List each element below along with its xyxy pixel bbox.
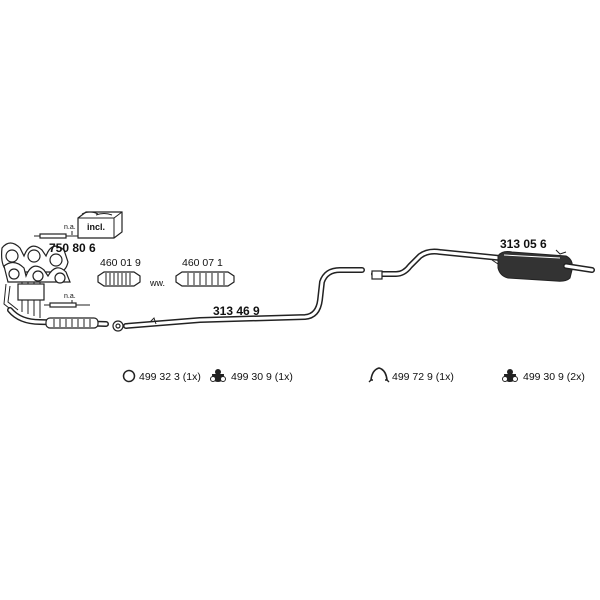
manifold-part-number: 750 80 6 [49, 241, 96, 255]
na-label-bottom: n.a. [64, 293, 76, 300]
exhaust-manifold[interactable] [1, 242, 71, 318]
ww-label: ww. [149, 278, 165, 288]
fitting-code: 499 30 9 (2x) [523, 371, 585, 383]
na-label-top: n.a. [64, 224, 76, 231]
rubber-mount-icon [502, 369, 518, 382]
alt-flex-pipe-part-number: 460 07 1 [182, 257, 223, 269]
gasket-kit-box: incl. [77, 211, 123, 239]
fitting-code: 499 72 9 (1x) [392, 371, 454, 383]
flex-pipe-460071[interactable] [175, 271, 235, 287]
fitting-code: 499 32 3 (1x) [139, 371, 201, 383]
flex-pipe-460019[interactable] [97, 271, 141, 287]
front-pipe-assembly[interactable] [7, 307, 109, 329]
middle-pipe-part-number: 313 46 9 [213, 304, 260, 318]
flex-pipe-part-number: 460 01 9 [100, 257, 141, 269]
fitting-code: 499 30 9 (1x) [231, 371, 293, 383]
fitting-item[interactable]: 499 72 9 (1x) [368, 367, 454, 383]
rear-silencer-313056[interactable] [371, 248, 595, 282]
pipe-clamp [112, 320, 124, 332]
clamp-icon [368, 367, 390, 383]
lambda-sensor-top: n.a. [34, 224, 78, 239]
fitting-item[interactable]: 499 30 9 (1x) [210, 369, 293, 383]
incl-label: incl. [87, 222, 105, 232]
rear-silencer-part-number: 313 05 6 [500, 237, 547, 251]
rubber-mount-icon [210, 369, 226, 382]
lambda-sensor-bottom: n.a. [44, 293, 90, 308]
fitting-item[interactable]: 499 32 3 (1x) [122, 369, 201, 384]
middle-pipe-313469[interactable] [123, 267, 365, 329]
ring-icon [122, 369, 136, 383]
fitting-item[interactable]: 499 30 9 (2x) [502, 369, 585, 383]
